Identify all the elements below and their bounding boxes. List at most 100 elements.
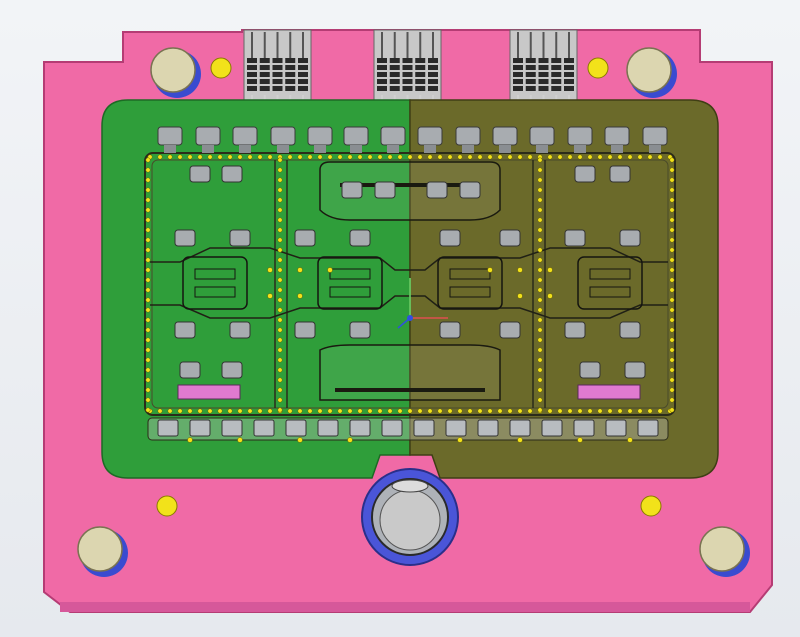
circle-pin-icon <box>637 408 643 414</box>
cavity-insert-left <box>101 99 411 479</box>
core-pad <box>221 165 243 183</box>
circle-pin-icon <box>145 277 151 283</box>
circle-pin-icon <box>145 267 151 273</box>
circle-pin-icon <box>145 307 151 313</box>
circle-pin-icon <box>297 154 303 160</box>
cavity-insert-outline <box>577 256 643 310</box>
connector-pin <box>538 58 549 63</box>
circle-pin-icon <box>487 267 493 273</box>
cavity-slot <box>449 286 491 298</box>
gate-stem <box>462 145 474 153</box>
circle-pin-icon <box>347 408 353 414</box>
circle-pin-icon <box>297 267 303 273</box>
connector-pin <box>259 58 270 63</box>
connector-pin <box>513 86 523 91</box>
gate-pad <box>157 126 183 146</box>
connector-pin <box>389 79 400 84</box>
circle-pin-icon <box>647 154 653 160</box>
gate-pad <box>232 126 258 146</box>
circle-pin-icon <box>669 197 675 203</box>
circle-pin-icon <box>277 347 283 353</box>
circle-bushing-icon <box>699 526 745 572</box>
connector-pin <box>525 72 536 77</box>
connector-pin <box>285 86 296 91</box>
circle-pin-icon <box>277 307 283 313</box>
connector-pin <box>402 65 413 70</box>
connector-pin <box>428 58 438 63</box>
circle-pin-icon <box>457 154 463 160</box>
connector-pin <box>428 65 438 70</box>
circle-pin-icon <box>145 257 151 263</box>
circle-pin-icon <box>337 408 343 414</box>
circle-pin-icon <box>187 408 193 414</box>
core-frame <box>144 152 676 416</box>
gate-stem <box>387 145 399 153</box>
circle-pin-icon <box>537 317 543 323</box>
circle-pin-icon <box>437 408 443 414</box>
circle-pin-icon <box>417 154 423 160</box>
connector-pin <box>272 79 283 84</box>
circle-pin-icon <box>537 297 543 303</box>
circle-pin-icon <box>277 207 283 213</box>
core-pad <box>229 321 251 339</box>
circle-pin-icon <box>257 154 263 160</box>
circle-pin-icon <box>447 408 453 414</box>
circle-pin-icon <box>669 247 675 253</box>
circle-pin-icon <box>145 317 151 323</box>
connector-pin <box>389 72 400 77</box>
lower-gate <box>317 419 339 437</box>
circle-pin-icon <box>317 154 323 160</box>
core-pad <box>439 321 461 339</box>
circle-pin-icon <box>167 154 173 160</box>
circle-pin-icon <box>145 377 151 383</box>
connector-pin <box>525 86 536 91</box>
circle-pin-icon <box>437 154 443 160</box>
connector-pin <box>513 72 523 77</box>
circle-pin-icon <box>277 337 283 343</box>
connector-pin <box>415 79 426 84</box>
circle-pin-icon <box>587 154 593 160</box>
circle-pin-icon <box>297 408 303 414</box>
circle-pin-icon <box>537 217 543 223</box>
circle-pin-icon <box>537 367 543 373</box>
circle-pin-icon <box>537 207 543 213</box>
circle-pin-icon <box>347 154 353 160</box>
circle-pin-icon <box>669 307 675 313</box>
circle-pin-icon <box>145 387 151 393</box>
connector-pin <box>285 65 296 70</box>
pocket-bottom <box>319 344 501 401</box>
lower-gate <box>381 419 403 437</box>
core-pad <box>349 229 371 247</box>
circle-pin-icon <box>407 408 413 414</box>
circle-bushing-icon <box>77 526 123 572</box>
circle-pin-icon <box>547 154 553 160</box>
circle-pin-icon <box>277 397 283 403</box>
circle-pin-icon <box>145 247 151 253</box>
circle-pin-icon <box>637 154 643 160</box>
cavity-slot <box>194 286 236 298</box>
circle-pin-icon <box>669 387 675 393</box>
connector-pin <box>298 58 308 63</box>
connector-pin <box>402 58 413 63</box>
core-pad <box>564 321 586 339</box>
connector-pin <box>247 58 257 63</box>
core-pad <box>564 229 586 247</box>
circle-pin-icon <box>537 337 543 343</box>
circle-pin-icon <box>669 177 675 183</box>
lower-gate <box>509 419 531 437</box>
gate-stem <box>424 145 436 153</box>
circle-pin-icon <box>669 267 675 273</box>
connector-pin <box>285 79 296 84</box>
connector-pin <box>564 58 574 63</box>
core-pad <box>499 229 521 247</box>
circle-pin-icon <box>669 187 675 193</box>
circle-pin-icon <box>327 154 333 160</box>
connector-pin <box>525 58 536 63</box>
circle-pin-icon <box>657 408 663 414</box>
circle-pin-icon <box>647 408 653 414</box>
circle-bushing-icon <box>150 47 196 93</box>
circle-pin-icon <box>267 154 273 160</box>
circle-pin-icon <box>297 293 303 299</box>
circle-pin-icon <box>217 408 223 414</box>
